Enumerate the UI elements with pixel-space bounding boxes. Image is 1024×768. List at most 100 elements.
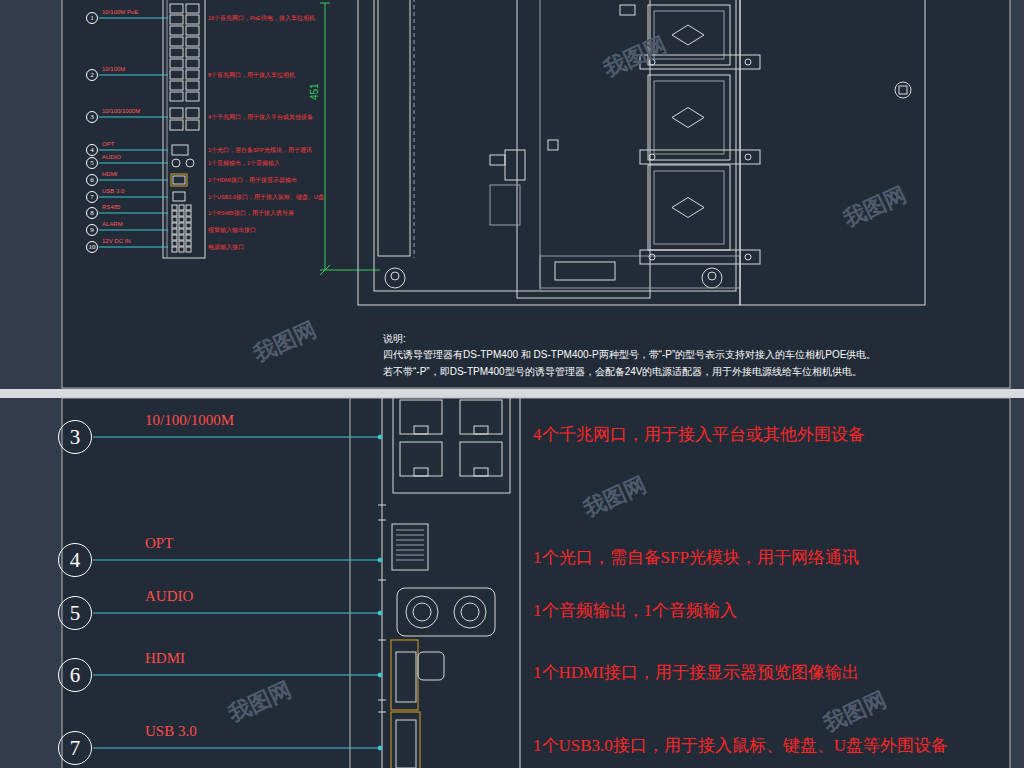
tick-mark [378,520,386,521]
port-description: 1个RS485接口，用于接入诱导屏 [208,210,294,216]
tick-mark [378,505,386,506]
leader-dot [378,558,382,562]
callout-number: 5 [70,603,81,624]
leader-dot [378,435,382,439]
port-description: 1个HDMI接口，用于接显示器预览图像输出 [533,664,859,683]
rj45-port [170,26,183,35]
callout-number: 4 [70,550,81,571]
rj45-latch [414,468,428,476]
usb-port [173,192,185,201]
callout-number: 3 [70,427,81,448]
terminal-pin [172,229,177,234]
leader-line [99,150,168,151]
side-rail [378,0,410,256]
hdmi-port [396,652,416,702]
port-description: 电源输入接口 [208,244,244,250]
audio-jack [406,596,438,628]
terminal-pin [186,217,191,222]
leader-line [99,117,168,118]
rj45-port [170,37,183,46]
rj45-port [186,92,199,101]
module-diamond [672,108,704,128]
cabinet-door [740,0,925,305]
callout-circle: 2 [86,69,98,81]
callout-number: 5 [90,160,94,167]
leader-line [99,180,168,181]
port-name: USB 3.0 [102,188,124,195]
watermark: 我图网 [250,317,320,367]
terminal-pin [186,241,191,246]
port-name: 10/100/1000M [102,108,140,115]
shelf-bracket [640,250,760,264]
port-description: 1个光口，需自备SFP光模块，用于通讯 [208,147,312,153]
component [620,5,635,15]
hdmi-tab [418,652,444,680]
note-text: 若不带“-P”，即DS-TPM400型号的诱导管理器，会配备24V的电源适配器，… [383,366,862,377]
sfp-fin [396,535,424,536]
callout-circle: 10 [86,241,98,253]
shelf-bracket [640,150,760,164]
terminal-pin [179,205,184,210]
rj45-port [460,400,502,434]
front-panel [163,0,205,258]
door-lock [895,82,911,98]
bracket-screw [745,59,751,65]
sfp-fin [396,530,424,531]
module-box [648,75,730,160]
gigabit-port [186,108,199,118]
door-lock-key [899,86,907,94]
tick-mark [378,640,386,641]
port-name: 10/100M PoE [102,9,138,16]
callout-circle: 3 [58,420,92,454]
audio-jack [454,596,486,628]
callout-number: 10 [89,244,96,251]
leader-line [93,748,380,749]
view-border [350,398,351,768]
watermark: 我图网 [225,677,295,727]
terminal-pin [179,217,184,222]
audio-jack [186,159,194,167]
watermark: 我图网 [820,687,890,737]
keyhole-hole [708,272,716,280]
tick-mark [378,700,386,701]
callout-circle: 5 [58,596,92,630]
dimension-line [325,3,326,270]
terminal-pin [172,205,177,210]
module-box [648,165,730,250]
rj45-port [186,15,199,24]
port-name: OPT [145,535,173,552]
leader-line [99,213,168,214]
dimension-tick [320,3,330,4]
leader-line [99,18,168,19]
port-description: 1个USB3.0接口，用于接入鼠标、键盘、U盘等外围设备 [533,737,948,756]
rj45-port [170,92,183,101]
module-inner [654,81,724,154]
callout-circle: 9 [86,224,98,236]
terminal-pin [186,229,191,234]
port-description: 1个音频输出，1个音频输入 [208,160,280,166]
port-name: HDMI [145,650,185,667]
component [548,140,558,150]
leader-dot [378,746,382,750]
hdmi-frame [171,174,187,186]
port-block [393,396,510,493]
port-description: 8个百兆网口，用于接入车位相机 [208,72,295,78]
sfp-cage [392,524,428,570]
rj45-port [170,59,183,68]
tick-mark [378,580,386,581]
terminal-pin [186,247,191,252]
port-description: 4个千兆网口，用于接入平台或其他设备 [208,114,313,120]
callout-circle: 4 [58,543,92,577]
sfp-fin [396,550,424,551]
rj45-port [186,37,199,46]
usb-port [396,720,416,768]
terminal-pin [186,211,191,216]
port-name: 10/100M [102,66,125,73]
leader-line [99,230,168,231]
component [555,262,615,280]
panel-separator [0,389,1024,398]
rj45-port [170,48,183,57]
note-text: 四代诱导管理器有DS-TPM400 和 DS-TPM400-P两种型号，带“-P… [383,349,876,360]
watermark: 我图网 [840,182,910,232]
